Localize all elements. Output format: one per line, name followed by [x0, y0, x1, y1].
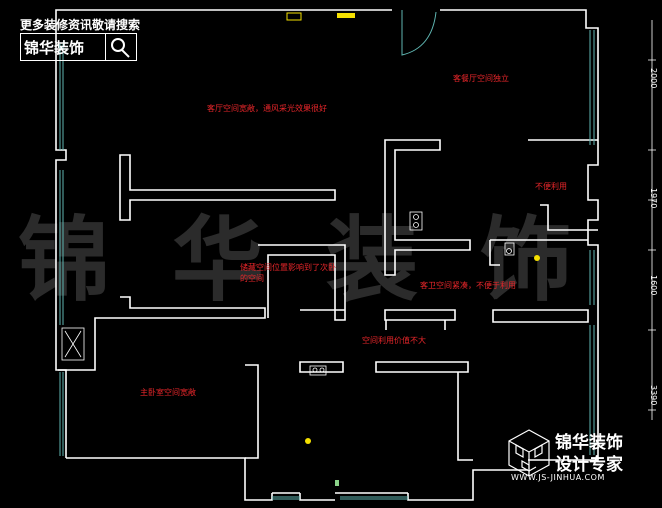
dimension-label-3: 1600	[649, 275, 658, 296]
search-button[interactable]	[105, 34, 136, 60]
dimension-line	[648, 20, 656, 420]
window-right-upper	[589, 30, 595, 145]
windows	[59, 10, 595, 500]
toilet-icon	[504, 242, 515, 256]
annotation-living-room: 客厅空间宽敞，通风采光效果很好	[207, 104, 327, 113]
window-left-lower	[59, 170, 64, 325]
wall-bath-right	[492, 309, 589, 323]
outer-wall-bottom-mid	[299, 493, 335, 501]
annotation-storage: 储藏空间位置影响到了次卧的空间	[240, 263, 336, 283]
outer-wall-top-right	[440, 9, 599, 150]
wall-mid-stub	[385, 320, 446, 330]
wardrobe-cross	[64, 330, 82, 358]
annotation-low-value: 空间利用价值不大	[362, 336, 426, 345]
outer-wall-left	[55, 42, 67, 458]
fixtures	[61, 211, 515, 376]
brand-slogan: 设计专家	[555, 455, 623, 475]
brand-block: 锦华装饰 设计专家 WWW.JS-JINHUA.COM	[505, 426, 655, 488]
brand-name: 锦华装饰	[555, 433, 623, 453]
watermark: 锦华装饰	[18, 206, 635, 314]
sink-basin-2	[319, 367, 325, 373]
light-fixture-master	[305, 438, 311, 444]
sink-basin-1	[312, 367, 318, 373]
stove-burner-1	[413, 214, 419, 220]
outer-wall-bottom-left	[66, 457, 273, 501]
search-box[interactable]: 锦华装饰	[20, 33, 137, 61]
outer-wall-top	[55, 9, 392, 42]
wall-master-right	[245, 364, 259, 459]
annotation-guest-bath: 客卫空间紧凑，不便于利用	[420, 281, 516, 290]
wall-bedroom2-bottom	[58, 296, 266, 371]
dimension-label-1: 2000	[649, 68, 658, 89]
window-left-bottom	[59, 372, 64, 456]
wall-lower-right-side	[457, 372, 473, 461]
plumbing-bottom	[335, 480, 339, 486]
window-left-upper	[59, 44, 64, 150]
search-label: 锦华装饰	[24, 38, 85, 57]
wall-kitchen-inner	[540, 204, 598, 231]
toilet-bowl	[506, 248, 512, 254]
dimension-label-2: 1970	[649, 188, 658, 209]
window-right-mid	[589, 250, 595, 305]
door-arc-entry	[401, 10, 437, 56]
wall-master-bath	[299, 361, 344, 373]
walls	[55, 9, 599, 501]
header-promo-text: 更多装修资讯敬请搜索	[20, 18, 141, 32]
wall-bath-left	[489, 240, 500, 266]
wall-kitchen-left	[384, 139, 471, 276]
magnifier-icon	[111, 38, 130, 58]
annotation-master-bedroom: 主卧室空间宽敞	[140, 388, 196, 397]
wall-bedroom2-top	[119, 154, 336, 221]
wall-storage	[258, 244, 346, 321]
entry-light	[337, 13, 355, 18]
outer-wall-bottom-right	[407, 469, 528, 501]
annotation-dining-room: 客餐厅空间独立	[453, 74, 509, 83]
outer-wall-right	[528, 150, 599, 461]
entry-fixture	[286, 12, 302, 21]
annotation-inconvenient: 不便利用	[535, 182, 567, 191]
cube-logo-icon	[508, 429, 550, 477]
light-fixture-bath	[534, 255, 540, 261]
dimension-label-4: 3390	[649, 385, 658, 406]
sink-icon	[309, 365, 327, 376]
window-bottom-2	[340, 496, 408, 500]
wardrobe-icon	[61, 327, 85, 361]
stove-burner-2	[413, 222, 419, 228]
brand-url: WWW.JS-JINHUA.COM	[511, 473, 605, 482]
window-bottom-1	[272, 496, 300, 500]
window-right-lower	[589, 325, 595, 455]
wall-bath-bottom	[384, 309, 456, 321]
dimension-ticks	[648, 59, 656, 411]
wall-lower-right	[375, 361, 469, 373]
stove-icon	[409, 211, 423, 231]
